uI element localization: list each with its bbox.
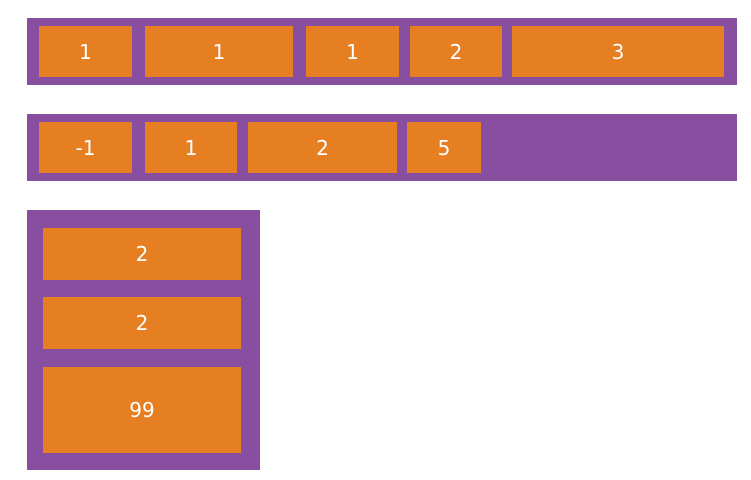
flex-row-container-2: -1 1 2 5 bbox=[27, 114, 737, 181]
flex-item: 5 bbox=[407, 122, 481, 173]
flex-item: 2 bbox=[43, 297, 241, 349]
flex-item: 2 bbox=[43, 228, 241, 280]
flex-item: 99 bbox=[43, 367, 241, 453]
flex-item: 1 bbox=[39, 26, 132, 77]
flex-item: -1 bbox=[39, 122, 132, 173]
flex-item: 1 bbox=[145, 122, 237, 173]
flex-item: 1 bbox=[145, 26, 293, 77]
flex-column-container: 2 2 99 bbox=[27, 210, 260, 470]
flex-row-container-1: 1 1 1 2 3 bbox=[27, 18, 737, 85]
flex-item: 2 bbox=[248, 122, 397, 173]
flex-item: 1 bbox=[306, 26, 399, 77]
flex-item: 2 bbox=[410, 26, 502, 77]
flex-item: 3 bbox=[512, 26, 724, 77]
